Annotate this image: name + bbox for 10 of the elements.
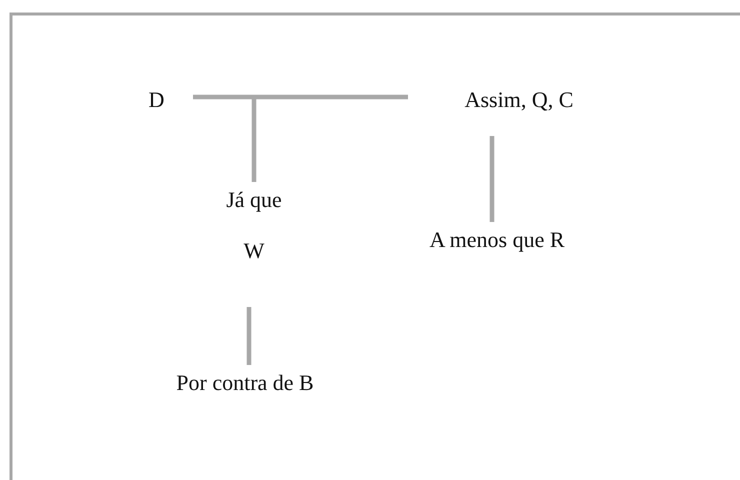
connector-line: [193, 94, 408, 100]
node-text: D: [148, 86, 164, 114]
connector-line: [252, 97, 256, 182]
node-text: A menos que R: [429, 226, 565, 254]
node-text: Já que: [226, 186, 282, 214]
connector-line: [246, 307, 252, 365]
node-text: Assim, Q, C: [464, 86, 574, 114]
node-text: W: [244, 237, 264, 265]
node-text: Por contra de B: [176, 369, 314, 397]
connector-line: [490, 136, 494, 222]
